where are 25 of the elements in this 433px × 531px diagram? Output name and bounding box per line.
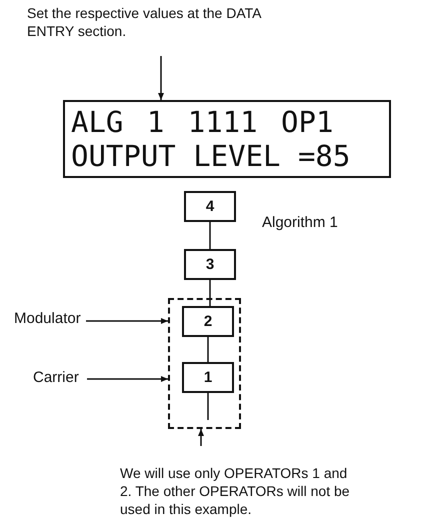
arrow	[158, 56, 164, 100]
connector-line	[209, 280, 211, 306]
display-text: OUTPUT LEVEL =85	[71, 139, 352, 173]
operator-box	[184, 191, 236, 222]
lcd-display	[63, 100, 391, 178]
operator-number: 3	[206, 256, 214, 273]
algorithm-label: Algorithm 1	[262, 214, 338, 231]
note-text: We will use only OPERATORs 1 and 2. The other OPERATORs will not be used in this example.	[120, 464, 350, 530]
dashed-group-box	[168, 298, 241, 429]
callout-label: Carrier	[33, 369, 87, 391]
connector-line	[207, 337, 209, 362]
arrow	[198, 429, 204, 446]
arrow	[87, 376, 168, 382]
operator-number: 2	[204, 313, 212, 330]
operator-box	[182, 306, 234, 337]
operator-box	[184, 249, 236, 280]
callout-label: Modulator	[14, 310, 86, 332]
note-text: Set the respective values at the DATA ENTRY section.	[27, 4, 262, 44]
display-text: ALG 1 1111 OP1	[71, 105, 334, 139]
arrow	[86, 318, 168, 324]
connector-line	[209, 222, 211, 249]
operator-box	[182, 362, 234, 393]
operator-number: 1	[204, 369, 212, 386]
connector-line	[207, 393, 209, 420]
operator-number: 4	[206, 198, 214, 215]
